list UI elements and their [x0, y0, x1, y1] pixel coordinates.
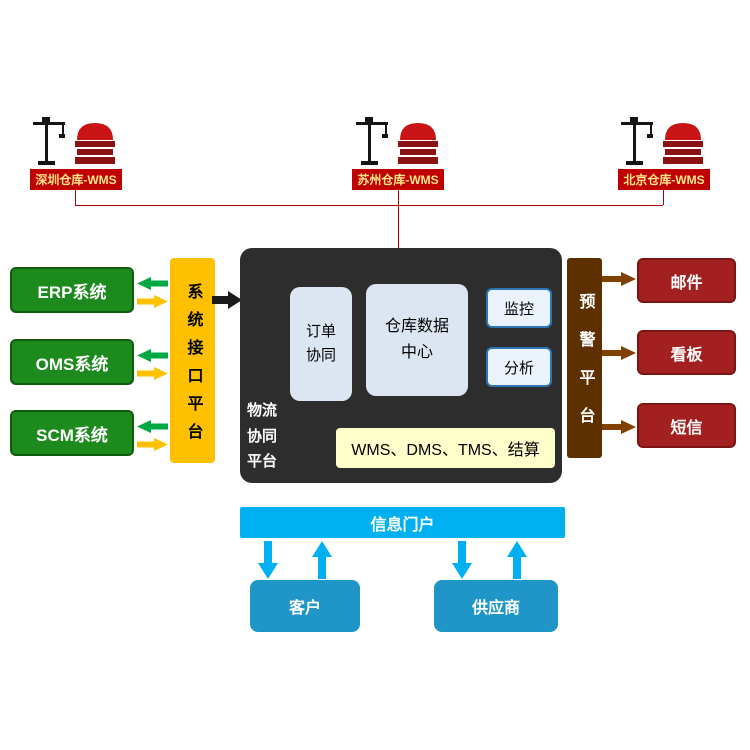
connector-line	[75, 205, 663, 206]
cyan-down-arrow-icon	[452, 541, 472, 579]
logistics-platform-label: 物流协同平台	[246, 402, 277, 470]
connector-line	[398, 190, 399, 248]
brown-right-arrow-icon	[602, 346, 636, 360]
warning-platform-label: 预警平台	[576, 293, 594, 445]
alert-channel-kanban: 看板	[637, 330, 736, 375]
analysis-box: 分析	[486, 347, 552, 387]
interface-platform-label: 系统接口平台	[184, 282, 202, 451]
brown-right-arrow-icon	[602, 420, 636, 434]
warning-platform-bar: 预警平台	[567, 258, 602, 458]
cyan-up-arrow-icon	[507, 541, 527, 579]
warehouse-label-suzhou: 苏州仓库-WMS	[352, 169, 444, 190]
connector-line	[663, 190, 664, 205]
green-left-arrow-icon	[137, 277, 168, 290]
black-right-arrow-icon	[212, 291, 242, 309]
warehouse-crane-icon	[356, 117, 438, 165]
warehouse-label-shenzhen: 深圳仓库-WMS	[30, 169, 122, 190]
green-left-arrow-icon	[137, 420, 168, 433]
monitoring-box: 监控	[486, 288, 552, 328]
warehouse-crane-icon	[621, 117, 703, 165]
partner-box-customer: 客户	[250, 580, 360, 632]
information-portal-bar: 信息门户	[240, 507, 565, 538]
interface-platform-bar: 系统接口平台	[170, 258, 215, 463]
green-left-arrow-icon	[137, 349, 168, 362]
warehouse-data-center-label: 仓库数据中心	[384, 318, 449, 361]
alert-channel-email: 邮件	[637, 258, 736, 303]
order-collaboration-label: 订单协同	[305, 323, 336, 364]
cyan-up-arrow-icon	[312, 541, 332, 579]
system-box-erp: ERP系统	[10, 267, 134, 313]
system-box-scm: SCM系统	[10, 410, 134, 456]
modules-box: WMS、DMS、TMS、结算	[336, 428, 555, 468]
alert-channel-sms: 短信	[637, 403, 736, 448]
partner-box-supplier: 供应商	[434, 580, 558, 632]
brown-right-arrow-icon	[602, 272, 636, 286]
connector-line	[75, 190, 76, 205]
warehouse-label-beijing: 北京仓库-WMS	[618, 169, 710, 190]
warehouse-data-center-box: 仓库数据中心	[366, 284, 468, 396]
warehouse-crane-icon	[33, 117, 115, 165]
system-box-oms: OMS系统	[10, 339, 134, 385]
cyan-down-arrow-icon	[258, 541, 278, 579]
yellow-right-arrow-icon	[137, 438, 168, 451]
order-collaboration-box: 订单协同	[290, 287, 352, 401]
yellow-right-arrow-icon	[137, 367, 168, 380]
yellow-right-arrow-icon	[137, 295, 168, 308]
